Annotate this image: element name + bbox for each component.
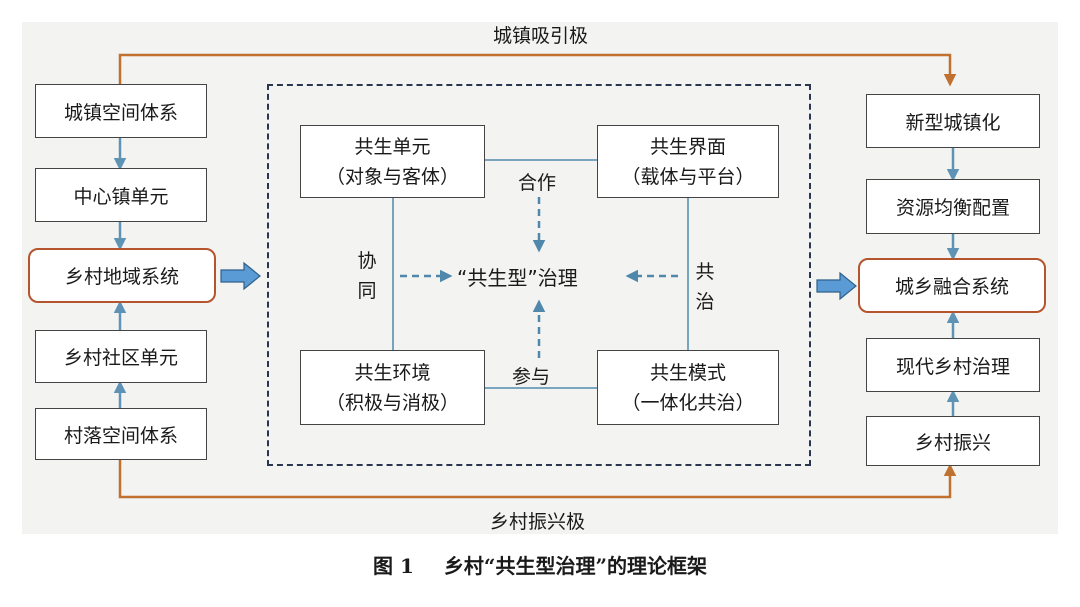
bottom-flow-label: 乡村振兴极	[490, 511, 586, 533]
symbiotic-unit-sub: （对象与客体）	[325, 165, 459, 188]
symbiotic-interface-box: 共生界面 （载体与平台）	[597, 125, 779, 198]
urban-space-system-box: 城镇空间体系	[35, 84, 207, 138]
collaboration-label: 协 同	[356, 246, 378, 306]
urban-rural-integration-system-box: 城乡融合系统	[858, 258, 1046, 313]
block-arrow-right	[816, 271, 857, 301]
cooperation-label: 合作	[518, 172, 557, 194]
rural-regional-system-box: 乡村地域系统	[28, 248, 216, 303]
symbiotic-interface-title: 共生界面	[649, 135, 726, 158]
modern-rural-governance-box: 现代乡村治理	[866, 338, 1040, 392]
co-governance-char-1: 共	[695, 261, 715, 283]
figure-caption: 图 1 乡村“共生型治理”的理论框架	[0, 550, 1080, 579]
bottom-flow-arrow	[118, 460, 957, 499]
co-governance-char-2: 治	[695, 291, 715, 313]
collaboration-char-1: 协	[357, 250, 377, 272]
balanced-resource-allocation-box: 资源均衡配置	[866, 179, 1040, 234]
symbiotic-mode-sub: （一体化共治）	[621, 391, 755, 414]
rural-community-unit-box: 乡村社区单元	[35, 330, 207, 383]
core-governance-label: “共生型”治理	[457, 266, 578, 290]
top-flow-arrow	[118, 53, 957, 87]
figure-number: 图 1	[373, 554, 414, 578]
rural-revitalization-box: 乡村振兴	[866, 416, 1040, 466]
new-urbanization-box: 新型城镇化	[866, 94, 1040, 148]
symbiotic-interface-sub: （载体与平台）	[621, 165, 755, 188]
symbiotic-unit-box: 共生单元 （对象与客体）	[300, 125, 485, 198]
collaboration-char-2: 同	[357, 280, 377, 302]
symbiotic-unit-title: 共生单元	[354, 135, 431, 158]
symbiotic-environment-sub: （积极与消极）	[325, 391, 459, 414]
top-flow-label: 城镇吸引极	[493, 25, 589, 47]
village-space-system-box: 村落空间体系	[35, 408, 207, 460]
block-arrow-left	[220, 261, 261, 291]
symbiotic-environment-title: 共生环境	[354, 361, 431, 384]
symbiotic-environment-box: 共生环境 （积极与消极）	[300, 350, 485, 425]
central-town-unit-box: 中心镇单元	[35, 168, 207, 222]
symbiotic-mode-box: 共生模式 （一体化共治）	[597, 350, 779, 425]
figure-title: 乡村“共生型治理”的理论框架	[443, 554, 707, 578]
participation-label: 参与	[512, 366, 551, 388]
co-governance-label: 共 治	[694, 257, 716, 317]
symbiotic-mode-title: 共生模式	[649, 361, 726, 384]
symbiotic-governance-frame	[267, 84, 811, 466]
